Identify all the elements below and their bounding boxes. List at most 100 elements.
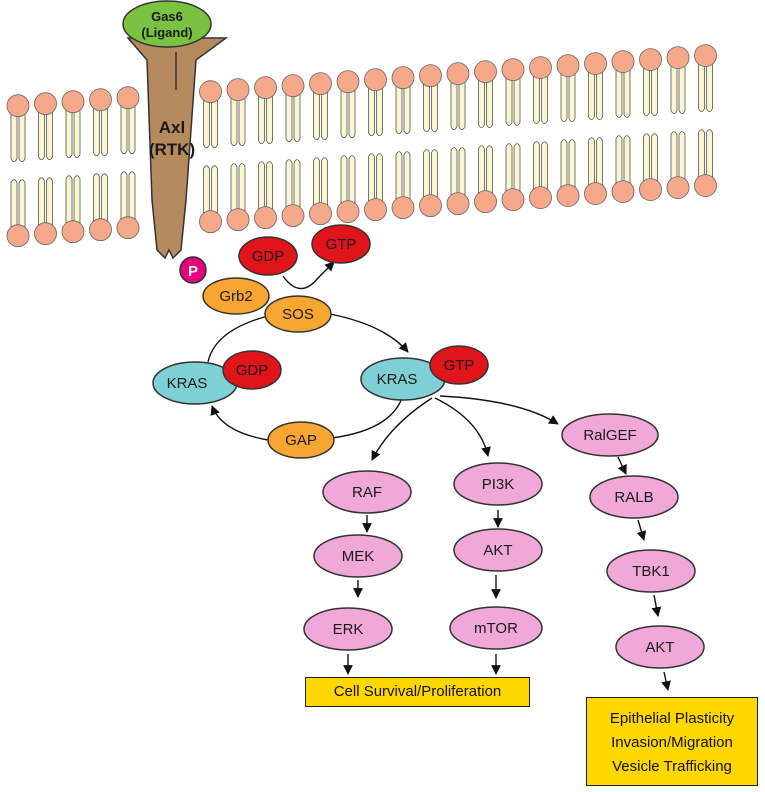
lipid-molecule	[89, 88, 112, 157]
pi3k-node: PI3K	[453, 462, 543, 506]
arrow-tbk1-to-akt	[651, 594, 662, 617]
grb2-label: Grb2	[219, 288, 252, 305]
akt-mid-label: AKT	[483, 542, 512, 559]
gtp-top-label: GTP	[326, 236, 357, 253]
lipid-molecule	[61, 175, 85, 244]
lipid-bilayer	[6, 44, 717, 248]
lipid-molecule	[199, 165, 222, 234]
lipid-molecule	[419, 64, 442, 133]
tbk1-node: TBK1	[606, 549, 696, 593]
lipid-molecule	[116, 171, 140, 240]
arrow-ralb-to-tbk1	[636, 519, 647, 541]
kras-gtp-complex: KRAS GTP	[360, 345, 489, 401]
lipid-molecule	[639, 48, 662, 117]
lipid-molecule	[281, 74, 305, 143]
lipid-molecule	[336, 70, 360, 139]
kras-right-label: KRAS	[377, 371, 418, 388]
lipid-molecule	[34, 177, 57, 246]
arrow-sos-to-kras-gtp	[329, 313, 409, 353]
ralb-label: RALB	[614, 489, 653, 506]
ralb-node: RALB	[589, 475, 679, 519]
plasticity-outcome-box: Epithelial Plasticity Invasion/Migration…	[586, 697, 758, 786]
arrow-kras-to-raf	[371, 397, 433, 461]
lipid-molecule	[611, 50, 635, 119]
arrow-gdp-to-gtp	[282, 275, 319, 290]
akt-right-label: AKT	[645, 639, 674, 656]
survival-outcome-label: Cell Survival/Proliferation	[333, 683, 502, 700]
sos-node: SOS	[264, 295, 332, 333]
arrow-gap-from-kras	[331, 397, 403, 439]
phospho-group: P	[179, 256, 207, 284]
lipid-molecule	[391, 151, 415, 220]
lipid-molecule	[556, 54, 580, 123]
akt-right-node: AKT	[615, 625, 705, 669]
arrow-sos-to-kras-left	[207, 315, 269, 363]
lipid-molecule	[6, 179, 30, 248]
pi3k-label: PI3K	[482, 476, 515, 493]
lipid-molecule	[116, 86, 140, 155]
lipid-molecule	[309, 72, 332, 141]
lipid-molecule	[226, 163, 250, 232]
lipid-molecule	[474, 60, 497, 129]
mek-node: MEK	[313, 534, 403, 578]
lipid-molecule	[529, 56, 552, 125]
lipid-molecule	[254, 161, 277, 230]
lipid-molecule	[226, 78, 250, 147]
lipid-molecule	[666, 131, 690, 200]
kras-gdp-complex: KRAS GDP	[152, 350, 282, 405]
gdp-top-label: GDP	[252, 248, 285, 265]
akt-mid-node: AKT	[453, 528, 543, 572]
sos-label: SOS	[282, 306, 314, 323]
lipid-molecule	[639, 133, 662, 202]
lipid-molecule	[336, 155, 360, 224]
lipid-molecule	[501, 58, 525, 127]
erk-label: ERK	[333, 621, 364, 638]
ligand-label-line1: Gas6	[151, 9, 183, 24]
survival-outcome-box: Cell Survival/Proliferation	[305, 677, 530, 707]
arrow-kras-to-pi3k	[434, 397, 491, 457]
gap-label: GAP	[285, 432, 317, 449]
grb2-node: Grb2	[202, 277, 270, 315]
lipid-molecule	[61, 90, 85, 159]
arrow-ralgef-to-ralb	[617, 456, 627, 475]
lipid-molecule	[584, 137, 607, 206]
erk-node: ERK	[303, 607, 393, 651]
lipid-molecule	[584, 52, 607, 121]
lipid-molecule	[474, 145, 497, 214]
lipid-molecule	[309, 157, 332, 226]
phospho-label: P	[188, 263, 198, 280]
kras-left-label: KRAS	[167, 375, 208, 392]
arrow-to-gtp-top	[317, 261, 335, 279]
mtor-node: mTOR	[449, 606, 543, 650]
gdp-left-label: GDP	[236, 362, 269, 379]
lipid-molecule	[446, 62, 470, 131]
raf-node: RAF	[322, 470, 412, 514]
plasticity-outcome-line2: Invasion/Migration	[611, 734, 733, 751]
receptor-label-line1: Axl	[159, 118, 185, 137]
tbk1-label: TBK1	[632, 563, 670, 580]
lipid-molecule	[446, 147, 470, 216]
gas6-ligand: Gas6 (Ligand)	[122, 0, 212, 48]
lipid-molecule	[694, 129, 717, 198]
lipid-molecule	[419, 149, 442, 218]
lipid-molecule	[391, 66, 415, 135]
arrow-kras-to-ralgef	[439, 395, 559, 425]
lipid-molecule	[89, 173, 112, 242]
gtp-right-label: GTP	[444, 357, 475, 374]
plasticity-outcome-line3: Vesicle Trafficking	[612, 758, 732, 775]
plasticity-outcome-line1: Epithelial Plasticity	[609, 710, 735, 727]
arrow-akt-to-plasticity	[661, 671, 671, 691]
lipid-molecule	[6, 94, 30, 163]
axl-receptor: Axl (RTK)	[126, 37, 229, 260]
gdp-top-node: GDP	[238, 236, 298, 276]
lipid-molecule	[34, 92, 57, 161]
lipid-molecule	[694, 44, 717, 112]
raf-label: RAF	[352, 484, 382, 501]
lipid-molecule	[529, 141, 552, 210]
lipid-molecule	[364, 68, 387, 137]
ralgef-node: RalGEF	[561, 413, 659, 457]
ralgef-label: RalGEF	[583, 427, 636, 444]
lipid-molecule	[254, 76, 277, 145]
lipid-molecule	[666, 46, 690, 114]
lipid-molecule	[364, 153, 387, 222]
